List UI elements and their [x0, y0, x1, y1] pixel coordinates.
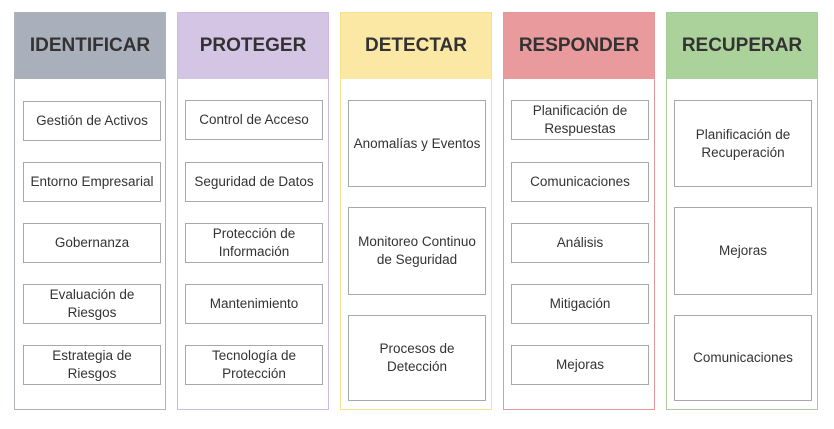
item-box: Gobernanza [23, 223, 161, 263]
item-label: Gestión de Activos [36, 113, 148, 129]
item-box: Gestión de Activos [23, 101, 161, 141]
item-box: Estrategia de Riesgos [23, 345, 161, 385]
column-identificar: IDENTIFICAR Gestión de Activos Entorno E… [14, 12, 166, 410]
item-label: Planificación de Respuestas [532, 103, 628, 136]
column-header-proteger: PROTEGER [178, 13, 328, 79]
item-box: Protección de Información [185, 223, 323, 263]
item-box: Anomalías y Eventos [348, 100, 486, 187]
column-proteger: PROTEGER Control de Acceso Seguridad de … [177, 12, 329, 410]
column-header-recuperar: RECUPERAR [667, 13, 817, 79]
item-box: Mejoras [511, 345, 649, 385]
item-box: Comunicaciones [511, 162, 649, 202]
item-box: Planificación de Recuperación [674, 100, 812, 187]
item-box: Mantenimiento [185, 284, 323, 324]
item-box: Monitoreo Continuo de Seguridad [348, 207, 486, 295]
item-label: Evaluación de Riesgos [49, 287, 135, 320]
item-label: Comunicaciones [530, 174, 630, 190]
item-label: Mantenimiento [209, 296, 299, 312]
item-label: Mejoras [555, 357, 604, 373]
item-box: Tecnología de Protección [185, 345, 323, 385]
column-title-proteger: PROTEGER [199, 35, 307, 56]
column-header-detectar: DETECTAR [341, 13, 491, 79]
item-label: Monitoreo Continuo de Seguridad [358, 234, 476, 267]
item-box: Comunicaciones [674, 315, 812, 401]
column-detectar: DETECTAR Anomalías y Eventos Monitoreo C… [340, 12, 492, 410]
item-label: Estrategia de Riesgos [52, 348, 132, 381]
column-title-responder: RESPONDER [518, 35, 640, 56]
item-box: Mitigación [511, 284, 649, 324]
item-label: Protección de Información [212, 226, 296, 259]
item-label: Seguridad de Datos [194, 174, 314, 190]
item-label: Entorno Empresarial [30, 174, 154, 190]
item-label: Gobernanza [54, 235, 130, 251]
item-box: Procesos de Detección [348, 315, 486, 401]
column-header-responder: RESPONDER [504, 13, 654, 79]
item-label: Comunicaciones [693, 350, 793, 366]
column-title-recuperar: RECUPERAR [681, 35, 803, 56]
column-title-detectar: DETECTAR [364, 35, 468, 56]
item-label: Control de Acceso [199, 112, 309, 128]
item-label: Procesos de Detección [379, 341, 455, 374]
column-responder: RESPONDER Planificación de Respuestas Co… [503, 12, 655, 410]
item-label: Anomalías y Eventos [353, 135, 481, 151]
column-recuperar: RECUPERAR Planificación de Recuperación … [666, 12, 818, 410]
item-box: Control de Acceso [185, 100, 323, 140]
column-title-identificar: IDENTIFICAR [29, 35, 151, 56]
item-box: Evaluación de Riesgos [23, 284, 161, 324]
item-label: Mitigación [549, 296, 611, 312]
item-label: Planificación de Recuperación [695, 126, 791, 160]
column-header-identificar: IDENTIFICAR [15, 13, 165, 79]
item-label: Tecnología de Protección [211, 348, 297, 381]
item-box: Seguridad de Datos [185, 162, 323, 202]
item-box: Entorno Empresarial [23, 162, 161, 202]
item-box: Análisis [511, 223, 649, 263]
item-box: Mejoras [674, 207, 812, 295]
item-label: Mejoras [718, 243, 767, 259]
item-label: Análisis [556, 235, 604, 251]
item-box: Planificación de Respuestas [511, 100, 649, 140]
